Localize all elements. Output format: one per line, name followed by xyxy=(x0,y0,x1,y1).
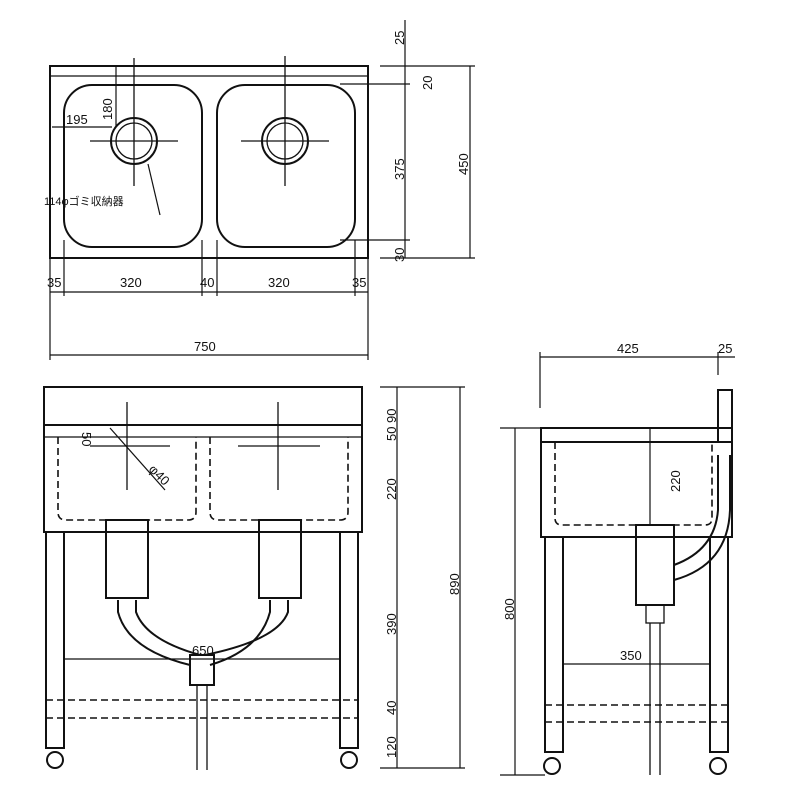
svg-text:800: 800 xyxy=(502,598,517,620)
svg-text:650: 650 xyxy=(192,643,214,658)
svg-text:220: 220 xyxy=(384,478,399,500)
svg-text:25: 25 xyxy=(718,341,732,356)
svg-text:320: 320 xyxy=(120,275,142,290)
front-view: 50 φ40 650 90 50 220 390 40 120 890 xyxy=(43,386,465,770)
svg-text:40: 40 xyxy=(384,701,399,715)
svg-text:40: 40 xyxy=(200,275,214,290)
svg-text:φ40: φ40 xyxy=(146,462,173,489)
svg-text:114φゴミ収納器: 114φゴミ収納器 xyxy=(44,194,124,208)
svg-text:180: 180 xyxy=(100,98,115,120)
svg-text:50: 50 xyxy=(79,432,94,446)
svg-text:90: 90 xyxy=(384,409,399,423)
top-view: 195 180 114φゴミ収納器 25 20 375 450 30 35 32… xyxy=(44,20,475,360)
svg-text:30: 30 xyxy=(392,248,407,262)
right-bowl xyxy=(216,84,356,248)
svg-text:220: 220 xyxy=(668,470,683,492)
svg-text:20: 20 xyxy=(420,76,435,90)
side-view: 425 25 220 350 800 xyxy=(500,341,735,776)
svg-text:195: 195 xyxy=(66,112,88,127)
svg-text:425: 425 xyxy=(617,341,639,356)
svg-text:35: 35 xyxy=(352,275,366,290)
svg-text:750: 750 xyxy=(194,339,216,354)
svg-text:390: 390 xyxy=(384,613,399,635)
svg-text:450: 450 xyxy=(456,153,471,175)
svg-text:50: 50 xyxy=(384,427,399,441)
svg-text:25: 25 xyxy=(392,31,407,45)
svg-text:375: 375 xyxy=(392,158,407,180)
svg-text:350: 350 xyxy=(620,648,642,663)
svg-text:35: 35 xyxy=(47,275,61,290)
svg-text:890: 890 xyxy=(447,573,462,595)
svg-text:320: 320 xyxy=(268,275,290,290)
left-bowl xyxy=(63,84,203,248)
svg-text:120: 120 xyxy=(384,736,399,758)
